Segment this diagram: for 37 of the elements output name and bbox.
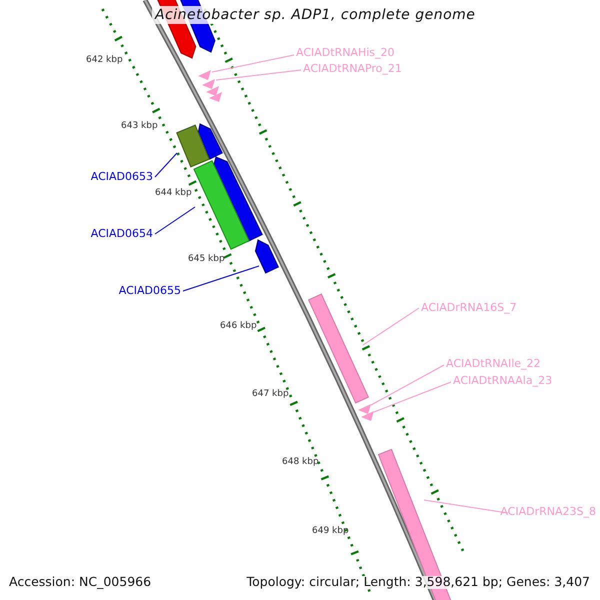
scale-label: 644 kbp [155, 189, 192, 198]
leader-line [370, 364, 444, 406]
gene-bar [308, 293, 370, 404]
gene-label: ACIADtRNAPro_21 [303, 63, 402, 74]
leader-line [362, 308, 420, 346]
gene-bar [176, 124, 210, 168]
gene-label: ACIAD0654 [90, 228, 153, 239]
gene-block [197, 123, 223, 160]
scale-label: 645 kbp [188, 255, 225, 264]
gene-label: ACIADtRNAAla_23 [453, 375, 552, 386]
gene-label: ACIADtRNAIle_22 [446, 358, 541, 369]
trna-marker [198, 70, 211, 80]
leader-line [154, 152, 178, 178]
leader-line [374, 382, 452, 412]
accession-text: Accession: NC_005966 [9, 576, 152, 588]
scale-label: 648 kbp [282, 458, 319, 467]
gene-label: ACIAD0655 [118, 285, 181, 296]
gene-label: ACIAD0653 [90, 171, 153, 182]
trna-marker [361, 411, 374, 421]
trna-marker [206, 86, 219, 96]
leader-line [182, 266, 260, 292]
genome-summary-text: Topology: circular; Length: 3,598,621 bp; Genes: 3,407 [246, 576, 590, 588]
scale-label: 642 kbp [86, 56, 123, 65]
scale-label: 643 kbp [121, 122, 158, 131]
leader-line [212, 54, 294, 72]
scale-label: 649 kbp [312, 527, 349, 536]
trna-marker [209, 92, 222, 102]
gene-label: ACIADtRNAHis_20 [296, 47, 395, 58]
trna-marker [202, 79, 215, 89]
gene-label: ACIADrRNA16S_7 [421, 302, 517, 313]
gene-bar [193, 160, 250, 250]
leader-line [424, 500, 508, 514]
scale-label: 647 kbp [252, 390, 289, 399]
scale-label: 646 kbp [220, 322, 257, 331]
gene-block [254, 239, 279, 274]
leader-line [216, 70, 302, 80]
gene-label: ACIADrRNA23S_8 [500, 506, 596, 517]
